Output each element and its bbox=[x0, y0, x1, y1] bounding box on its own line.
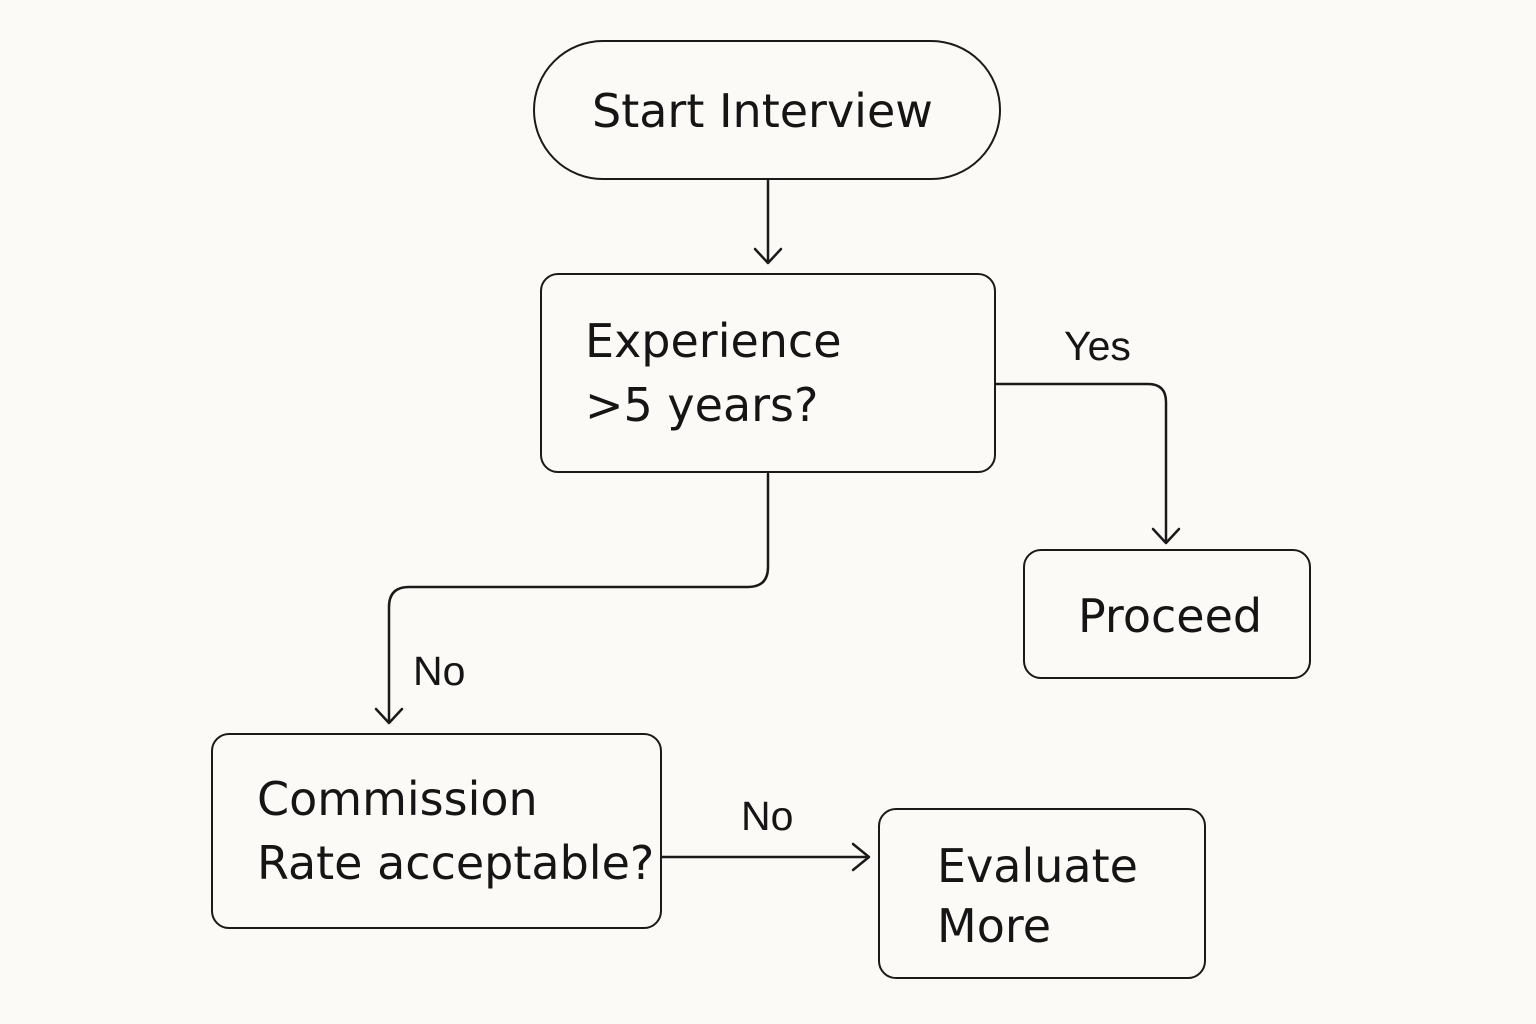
proceed-node: Proceed bbox=[1023, 549, 1311, 679]
arrowhead-start-to-experience bbox=[753, 247, 783, 265]
commission-decision-line2: Rate acceptable? bbox=[257, 836, 655, 890]
evaluate-more-node: Evaluate More bbox=[878, 808, 1206, 979]
arrowhead-experience-no bbox=[374, 707, 404, 725]
arrowhead-commission-no bbox=[851, 842, 871, 872]
start-interview-label: Start Interview bbox=[592, 84, 933, 138]
arrowhead-experience-yes bbox=[1151, 527, 1181, 545]
commission-decision-line1: Commission bbox=[257, 772, 538, 826]
commission-no-label: No bbox=[741, 793, 794, 839]
experience-decision-line2: >5 years? bbox=[585, 378, 819, 432]
evaluate-more-line2: More bbox=[937, 899, 1052, 953]
start-interview-node: Start Interview bbox=[533, 40, 1001, 180]
experience-yes-label: Yes bbox=[1064, 323, 1131, 369]
experience-decision-node: Experience >5 years? bbox=[540, 273, 996, 473]
commission-decision-node: Commission Rate acceptable? bbox=[211, 733, 662, 929]
experience-no-label: No bbox=[413, 648, 466, 694]
connector-experience-no bbox=[387, 472, 770, 724]
connector-experience-yes bbox=[994, 382, 1168, 544]
experience-decision-line1: Experience bbox=[585, 314, 842, 368]
evaluate-more-line1: Evaluate bbox=[937, 839, 1138, 893]
proceed-label: Proceed bbox=[1078, 589, 1263, 643]
